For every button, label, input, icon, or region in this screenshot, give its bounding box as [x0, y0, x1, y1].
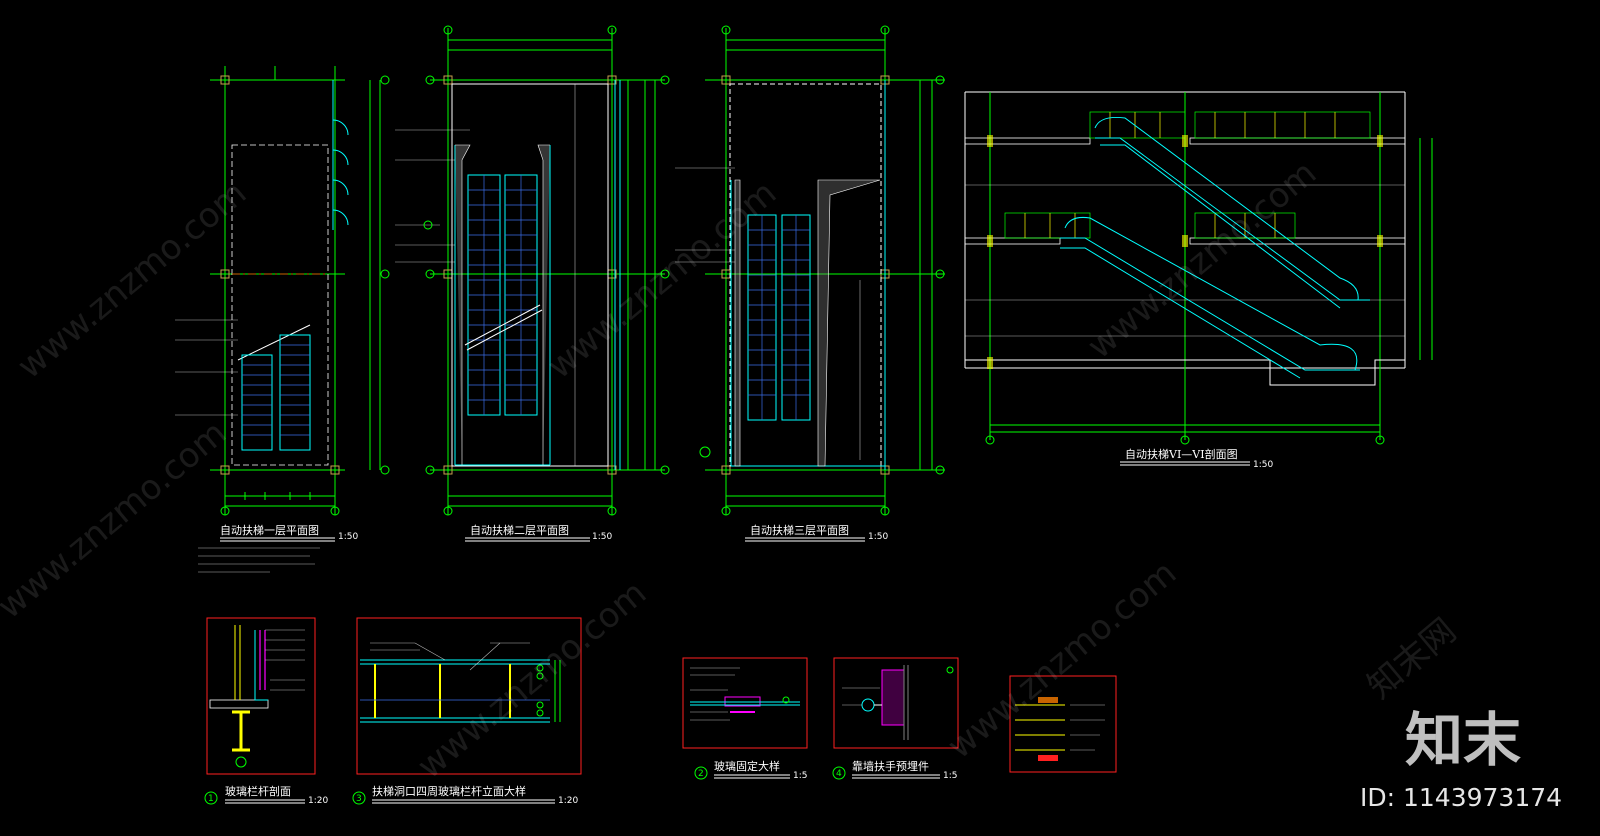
plan-3-title: 自动扶梯三层平面图	[750, 523, 849, 537]
plan-2-title: 自动扶梯二层平面图	[470, 523, 569, 537]
plan-2-second-floor: 自动扶梯二层平面图 1:50	[395, 25, 670, 542]
legend-box	[1009, 675, 1117, 773]
logo: 知末	[1405, 706, 1521, 774]
section-scale: 1:50	[1253, 460, 1273, 470]
detail-3-number-bubble	[352, 791, 366, 805]
detail-2-scale: 1:5	[793, 771, 807, 781]
detail-2-number: 2	[698, 769, 704, 779]
plan-1-ground-floor: 自动扶梯一层平面图 1:50	[175, 66, 390, 573]
detail-3-number: 3	[356, 794, 362, 804]
plan-1-scale: 1:50	[338, 532, 358, 542]
plan-3-scale: 1:50	[868, 532, 888, 542]
detail-1-number: 1	[208, 794, 214, 804]
detail-2-title: 玻璃固定大样	[714, 759, 780, 773]
section-vi-vi: 自动扶梯VI—VI剖面图 1:50	[964, 91, 1433, 470]
detail-1-glass-railing-section: 1 玻璃栏杆剖面 1:20	[204, 617, 328, 806]
image-id: ID: 1143973174	[1360, 783, 1562, 812]
detail-1-title: 玻璃栏杆剖面	[225, 784, 291, 798]
detail-4-title: 靠墙扶手预埋件	[852, 759, 929, 773]
detail-2-number-bubble	[694, 766, 708, 780]
detail-2-glass-fixing: 2 玻璃固定大样 1:5	[682, 657, 808, 781]
detail-3-scale: 1:20	[558, 796, 578, 806]
detail-4-wall-handrail-embedded-part: 4 靠墙扶手预埋件 1:5	[832, 657, 959, 781]
detail-1-scale: 1:20	[308, 796, 328, 806]
plan-2-scale: 1:50	[592, 532, 612, 542]
section-title: 自动扶梯VI—VI剖面图	[1125, 447, 1238, 461]
detail-4-scale: 1:5	[943, 771, 957, 781]
detail-4-number: 4	[836, 769, 842, 779]
detail-3-title: 扶梯洞口四周玻璃栏杆立面大样	[372, 784, 526, 798]
plan-3-third-floor: 自动扶梯三层平面图 1:50	[675, 25, 945, 542]
detail-4-number-bubble	[832, 766, 846, 780]
detail-3-glass-railing-elevation: 3 扶梯洞口四周玻璃栏杆立面大样 1:20	[352, 617, 582, 806]
plan-1-title: 自动扶梯一层平面图	[220, 523, 319, 537]
detail-1-number-bubble	[204, 791, 218, 805]
